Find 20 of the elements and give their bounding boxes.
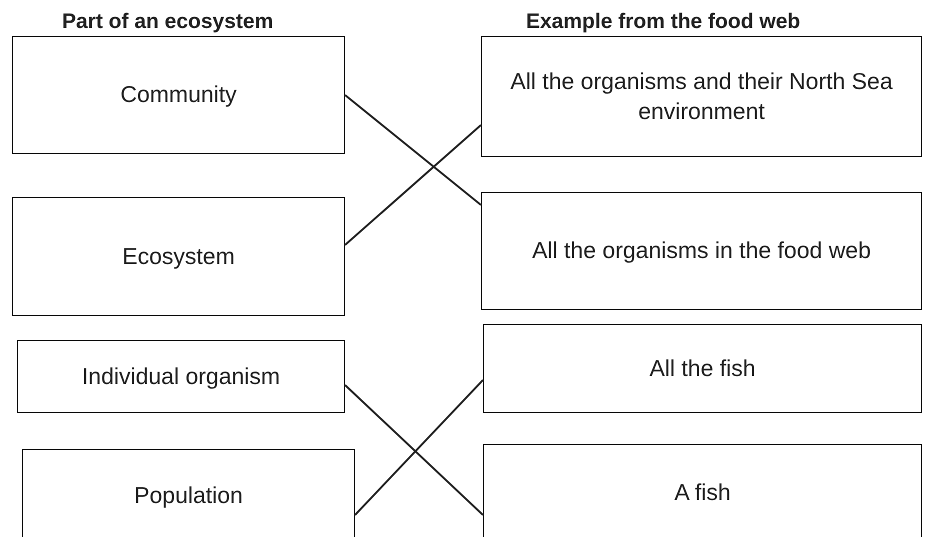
text-box — [12, 36, 345, 154]
text-box — [12, 197, 345, 316]
box-label: Individual organism — [80, 362, 282, 391]
box-label: All the organisms and their North Sea environment — [509, 66, 894, 126]
column-heading: Example from the food web — [526, 10, 800, 34]
box-label: A fish — [673, 478, 732, 508]
text-box — [17, 340, 345, 413]
box-label: All the fish — [648, 354, 757, 383]
text-box — [22, 449, 355, 537]
matching-line — [344, 94, 482, 206]
text-box — [481, 36, 922, 157]
text-box — [483, 444, 922, 537]
text-box — [481, 192, 922, 310]
box-label: All the organisms in the food web — [531, 236, 872, 266]
text-box — [483, 324, 922, 413]
box-label: Community — [119, 80, 238, 110]
column-heading: Part of an ecosystem — [62, 10, 274, 34]
box-label: Population — [133, 480, 244, 510]
matching-line — [344, 124, 482, 246]
box-label: Ecosystem — [121, 242, 236, 271]
